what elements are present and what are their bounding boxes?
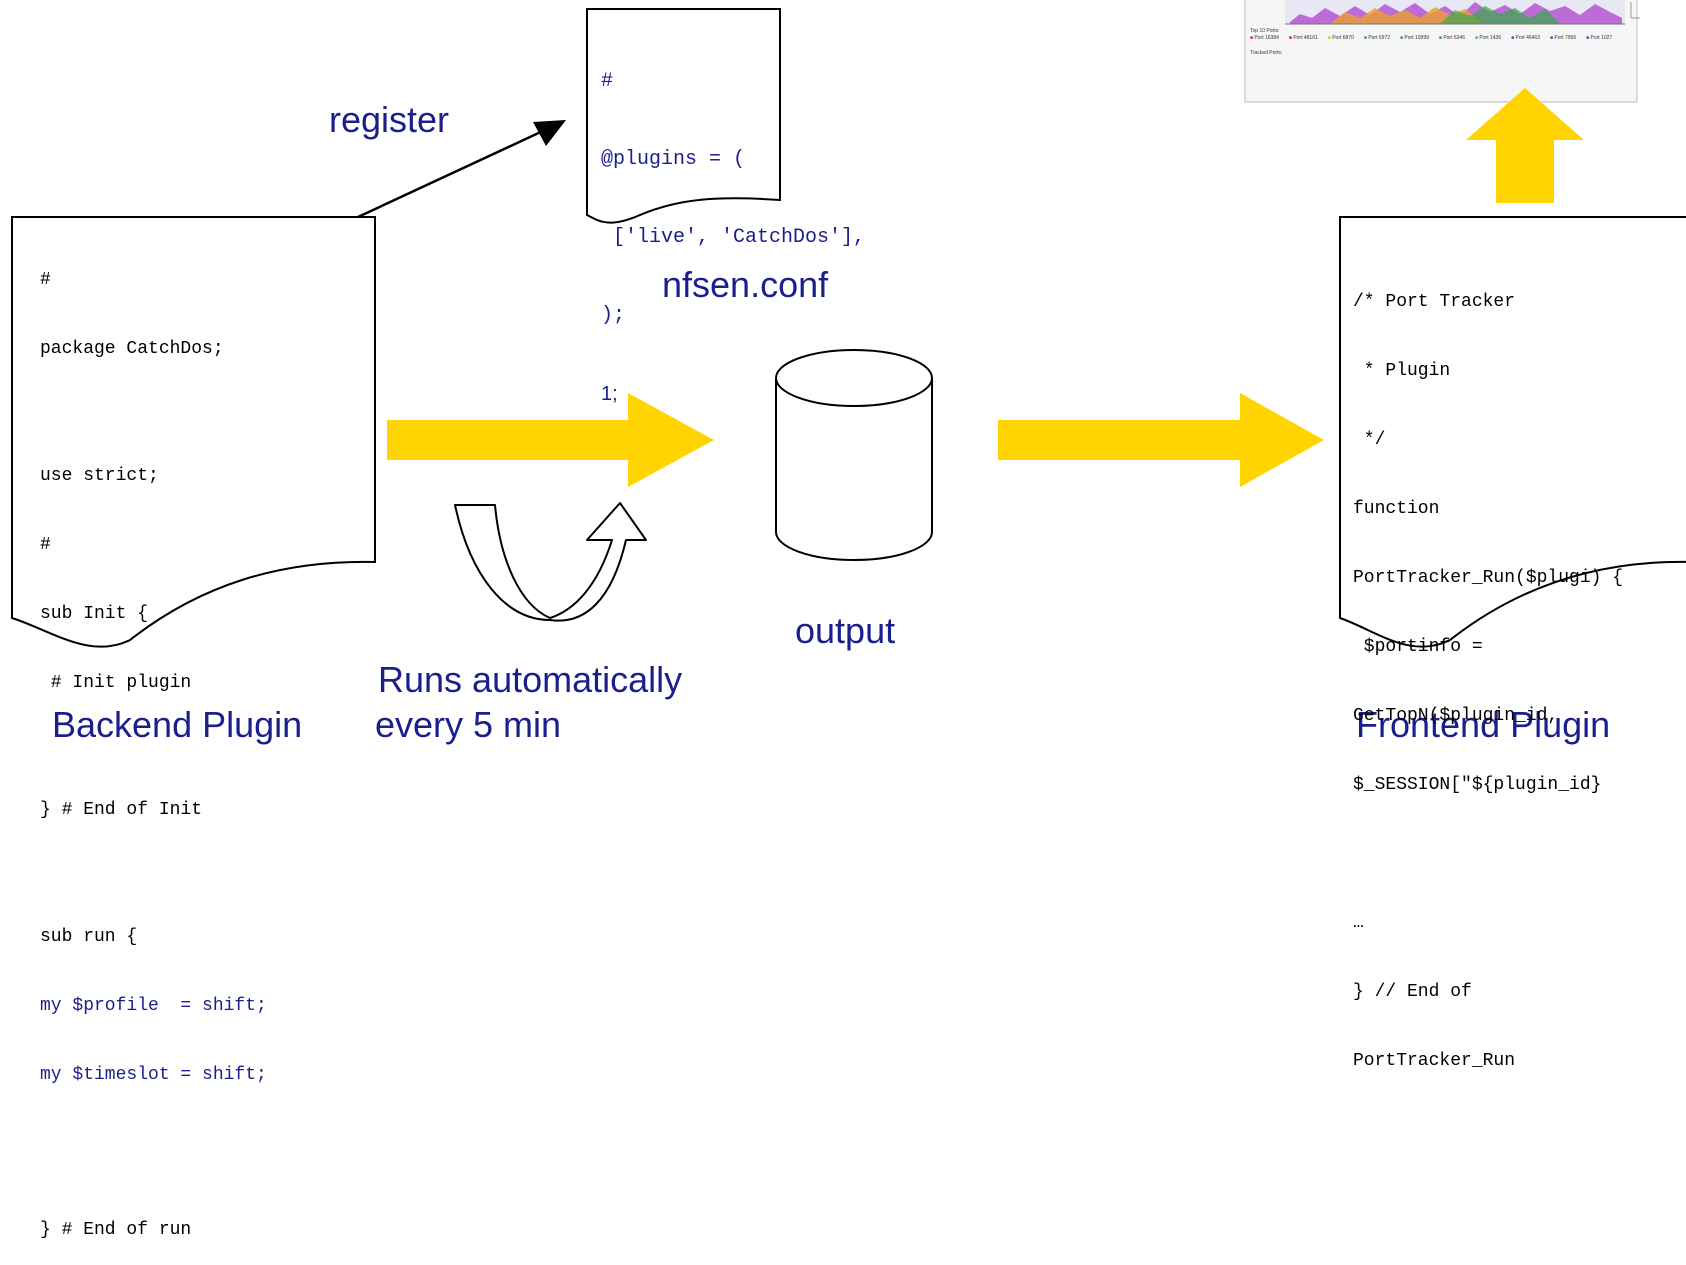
backend-line-sub-init: sub Init { (40, 604, 149, 624)
nfsen-conf-document-shape (586, 8, 781, 224)
nfsen-conf-label: nfsen.conf (662, 264, 829, 305)
frontend-line-ellipsis: … (1353, 913, 1364, 933)
screenshot-port-item: ■ Port 46463 (1511, 35, 1540, 41)
screenshot-port-item: ■ Port 7956 (1550, 35, 1577, 41)
screenshot-port-item: ■ Port 16384 (1250, 35, 1279, 41)
conf-line-plugins: @plugins = ( (601, 148, 746, 171)
backend-plugin-document-shape (11, 216, 376, 648)
loop-arrow-icon (454, 502, 647, 622)
screenshot-graph-series-orange (1330, 7, 1480, 24)
output-database-icon (775, 349, 933, 561)
screenshot-port-item: ■ Port 1436 (1475, 35, 1502, 41)
screenshot-port-item: ■ Port 6870 (1327, 35, 1354, 41)
frontend-up-arrow (1466, 88, 1584, 203)
frontend-line-4: function (1353, 499, 1440, 519)
frontend-plugin-label: Frontend Plugin (1356, 704, 1611, 745)
conf-line-entry: ['live', 'CatchDos'], (601, 226, 866, 249)
backend-line-end-init: } # End of Init (40, 800, 203, 820)
screenshot-graph-series-green (1440, 6, 1560, 24)
diagram-canvas (11, 0, 1686, 648)
backend-line-timeslot: my $timeslot = shift; (40, 1065, 267, 1085)
backend-line-comment: # (40, 270, 51, 290)
backend-line-init-comment: # Init plugin (40, 673, 192, 693)
frontend-plugin-document-shape (1339, 216, 1686, 648)
backend-line-comment2: # (40, 535, 51, 555)
screenshot-tracked-ports-label: Tracked Ports: (1250, 50, 1283, 56)
frontend-line-7: GetTopN($plugin_id, (1353, 706, 1559, 726)
register-label: register (329, 99, 450, 140)
output-to-frontend-arrow (998, 393, 1324, 487)
screenshot-port-item: ■ Port 10999 (1400, 35, 1429, 41)
frontend-line-2: * Plugin (1353, 361, 1451, 381)
screenshot-legend: Top 10 Ports: ■ Port 16384 ■ Port 48161 … (1250, 28, 1630, 57)
frontend-plugin-code: /* Port Tracker * Plugin */ function Por… (1353, 245, 1623, 1096)
conf-line-comment: # (601, 70, 614, 93)
screenshot-port-item: ■ Port 48161 (1288, 35, 1318, 41)
screenshot-port-item: ■ Port 6972 (1363, 35, 1390, 41)
backend-plugin-code: # package CatchDos; use strict; # sub In… (40, 223, 267, 1265)
backend-line-profile: my $profile = shift; (40, 996, 267, 1016)
frontend-line-5: PortTracker_Run($plugi) { (1353, 568, 1624, 588)
screenshot-port-list: ■ Port 16384 ■ Port 48161 ■ Port 6870 ■ … (1250, 35, 1630, 42)
screenshot-port-item: ■ Port 1027 (1586, 35, 1613, 41)
conf-line-return: 1; (601, 383, 618, 405)
backend-line-end-run: } # End of run (40, 1220, 192, 1240)
runs-automatically-label: Runs automatically (378, 659, 683, 700)
screenshot-port-item: ■ Port 6346 (1438, 35, 1465, 41)
port-tracker-screenshot-thumbnail (1244, 0, 1640, 103)
backend-line-use-strict: use strict; (40, 466, 159, 486)
frontend-line-end-name: PortTracker_Run (1353, 1051, 1516, 1071)
backend-plugin-label: Backend Plugin (52, 704, 303, 745)
frontend-line-6: $portinfo = (1353, 637, 1483, 657)
backend-line-package: package CatchDos; (40, 339, 224, 359)
every-5-min-label: every 5 min (375, 704, 562, 745)
frontend-line-1: /* Port Tracker (1353, 292, 1516, 312)
register-arrow (357, 120, 566, 219)
conf-line-close: ); (601, 304, 626, 327)
backend-to-output-arrow (387, 393, 714, 487)
output-label: output (795, 610, 896, 651)
screenshot-top-ports-label: Top 10 Ports: (1250, 28, 1280, 34)
frontend-line-end: } // End of (1353, 982, 1472, 1002)
frontend-line-3: */ (1353, 430, 1386, 450)
nfsen-conf-code: # @plugins = ( ['live', 'CatchDos'], ); … (601, 17, 865, 433)
backend-line-sub-run: sub run { (40, 927, 138, 947)
frontend-line-8: $_SESSION["${plugin_id} (1353, 775, 1602, 795)
